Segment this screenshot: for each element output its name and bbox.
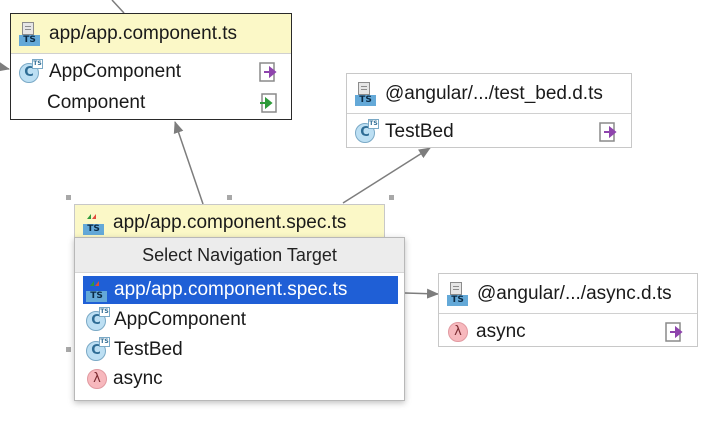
lambda-icon: λ [448,321,468,342]
selection-handle[interactable] [66,195,71,200]
node-async[interactable]: TS @angular/.../async.d.ts λ async [438,273,698,347]
edge-spec-to-testbed [342,147,431,204]
popup-title: Select Navigation Target [75,238,404,273]
navigation-target-popup[interactable]: Select Navigation Target TS app/app.comp… [74,237,405,401]
node-async-header[interactable]: TS @angular/.../async.d.ts [439,274,697,314]
member-label: TestBed [385,120,454,142]
node-title: @angular/.../async.d.ts [477,282,672,304]
node-title: app/app.component.spec.ts [113,211,347,233]
nav-item-label: app/app.component.spec.ts [114,279,348,300]
node-app-component-header[interactable]: TS app/app.component.ts [11,14,291,54]
nav-item-label: TestBed [114,339,183,360]
member-row-async[interactable]: λ async [439,316,697,347]
member-row-component[interactable]: Component [11,87,291,118]
export-icon[interactable] [259,62,277,82]
node-title: @angular/.../test_bed.d.ts [385,82,603,104]
import-icon[interactable] [259,93,277,113]
edge-left-partial [0,61,10,72]
edge-spec-to-async [404,288,439,299]
nav-item-label: async [113,368,163,389]
ts-file-icon: TS [447,281,469,306]
node-test-bed-header[interactable]: TS @angular/.../test_bed.d.ts [347,74,631,114]
selection-handle[interactable] [66,347,71,352]
node-spec-header[interactable]: TS app/app.component.spec.ts [75,205,384,241]
nav-item-label: AppComponent [114,309,247,330]
lambda-icon: λ [87,369,107,389]
spec-file-icon: TS [86,278,108,302]
ts-file-icon: TS [19,21,41,46]
node-title: app/app.component.ts [49,22,238,44]
edge-spec-to-component [173,121,204,205]
nav-item-spec-file[interactable]: TS app/app.component.spec.ts [83,276,398,304]
selection-handle[interactable] [227,195,232,200]
selection-handle[interactable] [389,195,394,200]
edge-top-partial [111,0,125,14]
spec-file-icon: TS [83,211,105,235]
nav-item-async[interactable]: λ async [83,365,398,393]
export-icon[interactable] [599,122,617,142]
export-icon[interactable] [665,322,683,342]
ts-file-icon: TS [355,81,377,106]
member-label: async [476,320,526,342]
member-label: Component [47,91,146,113]
member-label: AppComponent [49,60,182,82]
